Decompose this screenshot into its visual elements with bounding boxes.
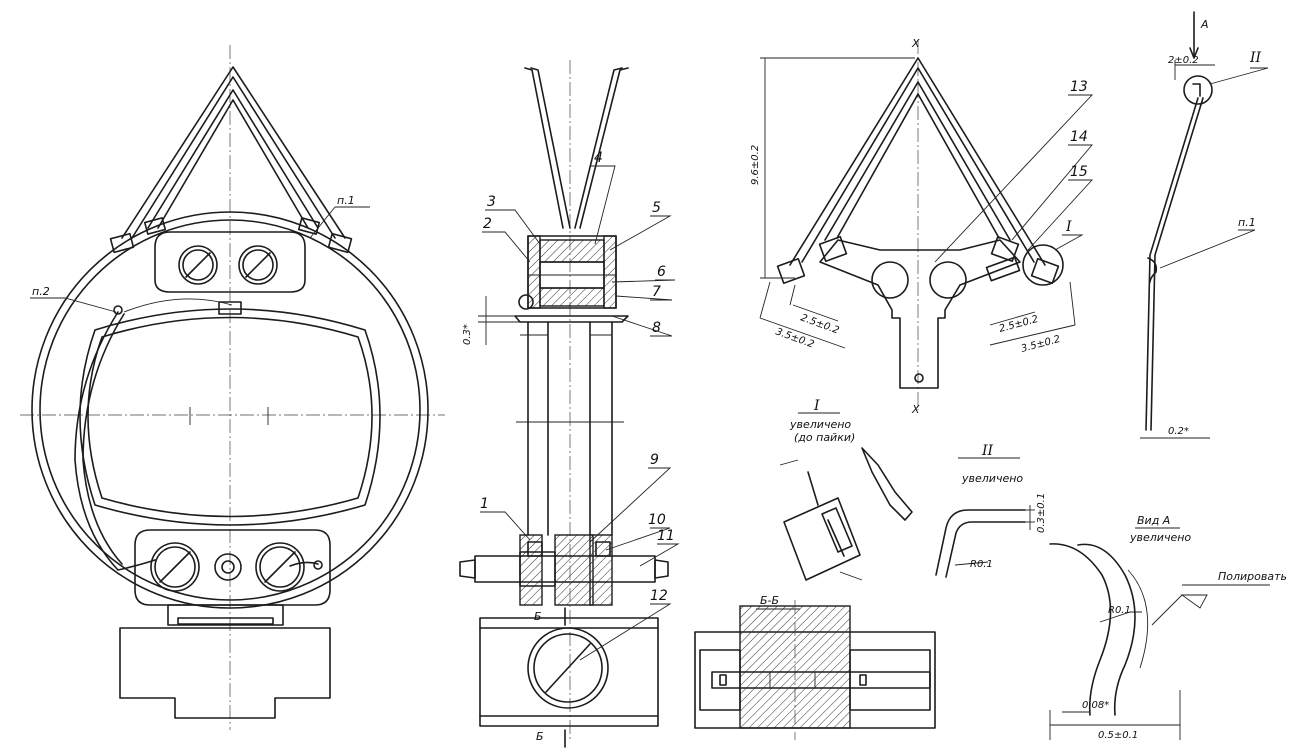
side-section-view — [459, 60, 680, 748]
dim-r01-ii: R0.1 — [970, 559, 993, 570]
label-12: 12 — [650, 588, 668, 604]
view-a-caption: увеличено — [1129, 531, 1191, 544]
label-10: 10 — [648, 512, 666, 528]
label-b-top: Б — [534, 610, 542, 623]
label-15: 15 — [1070, 164, 1088, 180]
detail-ii-title: II — [981, 443, 994, 459]
detail-i-caption2: (до пайки) — [794, 431, 855, 444]
label-4: 4 — [594, 150, 603, 166]
label-9: 9 — [650, 452, 659, 468]
view-a-title: Вид А — [1137, 514, 1170, 527]
polish-note: Полировать — [1218, 570, 1287, 583]
detail-ii — [935, 457, 1035, 578]
detail-ii-caption: увеличено — [961, 472, 1023, 485]
dim-0-08: 0.08* — [1082, 700, 1109, 711]
label-13: 13 — [1070, 79, 1088, 95]
dim-2-5-left: 2.5±0.2 — [799, 312, 841, 336]
dim-03: 0.3* — [462, 324, 473, 345]
detail-i-caption1: увеличено — [789, 418, 851, 431]
label-14: 14 — [1070, 129, 1088, 145]
spring-part-view — [759, 40, 1094, 410]
label-p1-right: п.1 — [1238, 216, 1256, 229]
dim-3-5-right: 3.5±0.2 — [1020, 334, 1062, 355]
dim-0-2: 0.2* — [1168, 426, 1189, 437]
section-bb-title: Б-Б — [760, 594, 779, 607]
side-profile-view — [1140, 11, 1269, 439]
label-p1-left: п.1 — [337, 194, 355, 207]
dim-0-3-ii: 0.3±0.1 — [1036, 493, 1047, 533]
detail-i — [779, 412, 913, 581]
label-2: 2 — [483, 216, 492, 232]
marker-i: I — [1065, 219, 1072, 235]
axis-x-top: X — [911, 37, 920, 50]
axis-x-bottom: X — [911, 403, 920, 416]
front-view — [20, 45, 445, 730]
label-11: 11 — [657, 528, 675, 544]
label-b-bottom: Б — [536, 730, 544, 743]
dim-r01-a: R0.1 — [1108, 605, 1131, 616]
view-a-arrow-label: А — [1200, 18, 1209, 31]
marker-ii: II — [1249, 50, 1262, 66]
label-1: 1 — [480, 496, 489, 512]
label-6: 6 — [657, 264, 666, 280]
label-5: 5 — [652, 200, 661, 216]
section-bb-view — [694, 600, 936, 740]
label-7: 7 — [652, 284, 661, 300]
label-3: 3 — [487, 194, 496, 210]
label-p2-left: п.2 — [32, 285, 50, 298]
label-8: 8 — [652, 320, 661, 336]
dim-0-5: 0.5±0.1 — [1098, 730, 1138, 741]
view-a — [1049, 527, 1270, 740]
dim-9-6: 9.6±0.2 — [750, 145, 761, 185]
detail-i-title: I — [813, 398, 820, 414]
dim-2: 2±0.2 — [1168, 55, 1199, 66]
